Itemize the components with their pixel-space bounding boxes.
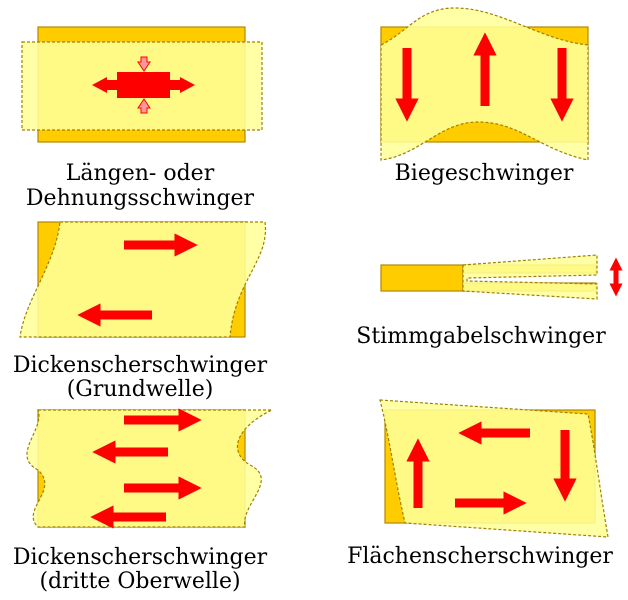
label-line-1: Dickenscherschwinger bbox=[13, 545, 268, 570]
arrow-up-small-icon bbox=[137, 98, 151, 114]
arrow-right-icon bbox=[170, 77, 195, 93]
deformed-plate bbox=[19, 221, 267, 338]
panel-tuning-fork: Stimmgabelschwinger bbox=[356, 254, 623, 349]
panel-bending: Biegeschwinger bbox=[380, 7, 589, 186]
label-line-1: Stimmgabelschwinger bbox=[356, 324, 606, 349]
label-line-2: Dehnungsschwinger bbox=[26, 186, 255, 211]
arrow-down-small-icon bbox=[137, 56, 151, 72]
label-line-1: Flächenscherschwinger bbox=[347, 544, 613, 569]
center-block bbox=[117, 72, 170, 98]
label-line-1: Biegeschwinger bbox=[395, 161, 574, 186]
arrow-left-icon bbox=[92, 77, 117, 93]
panel-thickness-shear-fundamental: Dickenscherschwinger (Grundwelle) bbox=[13, 221, 268, 402]
label-line-1: Dickenscherschwinger bbox=[13, 353, 268, 378]
panel-thickness-shear-overtone: Dickenscherschwinger (dritte Oberwelle) bbox=[13, 408, 273, 594]
fork-base bbox=[380, 264, 464, 292]
label-line-2: (dritte Oberwelle) bbox=[39, 569, 240, 594]
deformed-plate bbox=[26, 409, 273, 528]
panel-longitudinal: Längen- oder Dehnungsschwinger bbox=[21, 26, 263, 211]
deformed-plate bbox=[379, 399, 609, 538]
label-line-2: (Grundwelle) bbox=[67, 377, 214, 402]
panel-face-shear: Flächenscherschwinger bbox=[347, 399, 613, 569]
deformed-tines bbox=[462, 254, 598, 300]
label-line-1: Längen- oder bbox=[66, 161, 215, 186]
